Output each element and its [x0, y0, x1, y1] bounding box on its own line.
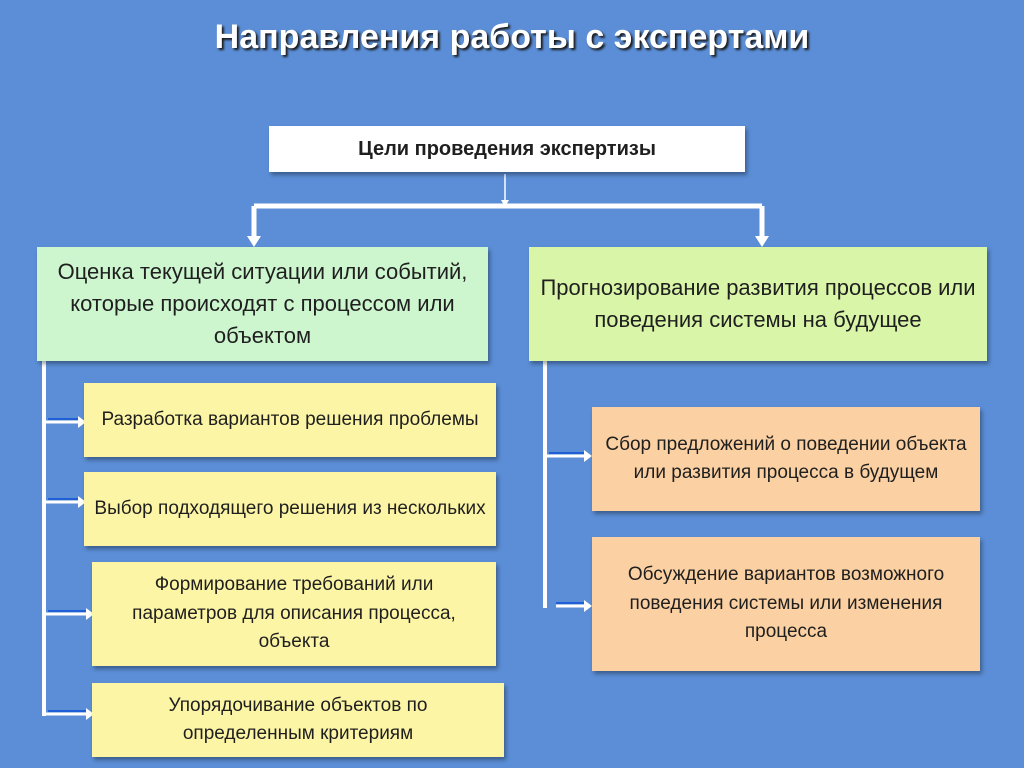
left-item-box: Упорядочивание объектов по определенным …	[92, 683, 504, 757]
left-item-box: Формирование требований или параметров д…	[92, 562, 496, 666]
right-branch-arrow-1	[545, 450, 592, 462]
left-branch-arrow-4	[44, 708, 94, 720]
left-branch-arrow-3	[44, 608, 94, 620]
right-item-box: Сбор предложений о поведении объекта или…	[592, 407, 980, 511]
current-assessment-box: Оценка текущей ситуации или событий, кот…	[37, 247, 488, 361]
left-item-box: Выбор подходящего решения из нескольких	[84, 472, 496, 546]
slide-title: Направления работы с экспертами	[214, 18, 810, 56]
right-item-box: Обсуждение вариантов возможного поведени…	[592, 537, 980, 671]
goal-box: Цели проведения экспертизы	[269, 126, 745, 172]
right-drop-arrowhead	[755, 236, 769, 247]
left-branch-arrow-1	[44, 416, 86, 428]
left-item-box: Разработка вариантов решения проблемы	[84, 383, 496, 457]
left-drop-arrowhead	[247, 236, 261, 247]
right-branch-arrow-2	[556, 600, 592, 612]
left-branch-arrow-2	[44, 496, 86, 508]
forecasting-box: Прогнозирование развития процессов или п…	[529, 247, 987, 361]
